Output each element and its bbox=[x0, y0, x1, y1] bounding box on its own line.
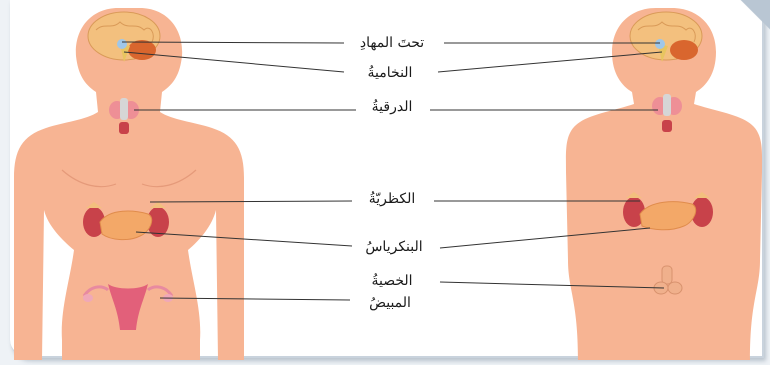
female-uterus-ovaries bbox=[82, 284, 174, 330]
label-testis: الخصيةُ bbox=[371, 273, 413, 289]
male-pancreas bbox=[639, 201, 697, 231]
leader-testis bbox=[439, 281, 665, 289]
male-adrenal-kidneys bbox=[623, 192, 713, 227]
label-ovary: المبيضُ bbox=[369, 295, 411, 311]
leader-lines bbox=[121, 41, 665, 301]
label-pancreas: البنكرياسُ bbox=[365, 239, 423, 255]
female-thyroid bbox=[109, 98, 139, 134]
label-adrenal: الكظريّةُ bbox=[368, 191, 416, 207]
leader-pituitary-left bbox=[123, 51, 345, 73]
male-brain bbox=[629, 11, 703, 62]
leader-pancreas-right bbox=[439, 227, 651, 249]
label-hypothalamus: تحتَ المهادِ bbox=[359, 35, 425, 51]
leader-pancreas-left bbox=[135, 231, 353, 247]
label-thyroid: الدرقيةُ bbox=[371, 99, 413, 115]
leader-ovary bbox=[159, 297, 351, 301]
leader-pituitary-right bbox=[437, 51, 663, 73]
label-pituitary: النخاميةُ bbox=[367, 65, 413, 81]
leader-adrenal-left bbox=[149, 200, 353, 203]
female-brain bbox=[87, 11, 161, 62]
female-adrenal-kidneys bbox=[83, 202, 169, 237]
male-body bbox=[565, 8, 763, 360]
page-corner-fold bbox=[740, 0, 770, 30]
leader-hypothalamus-left bbox=[121, 41, 345, 44]
female-body bbox=[14, 8, 244, 360]
